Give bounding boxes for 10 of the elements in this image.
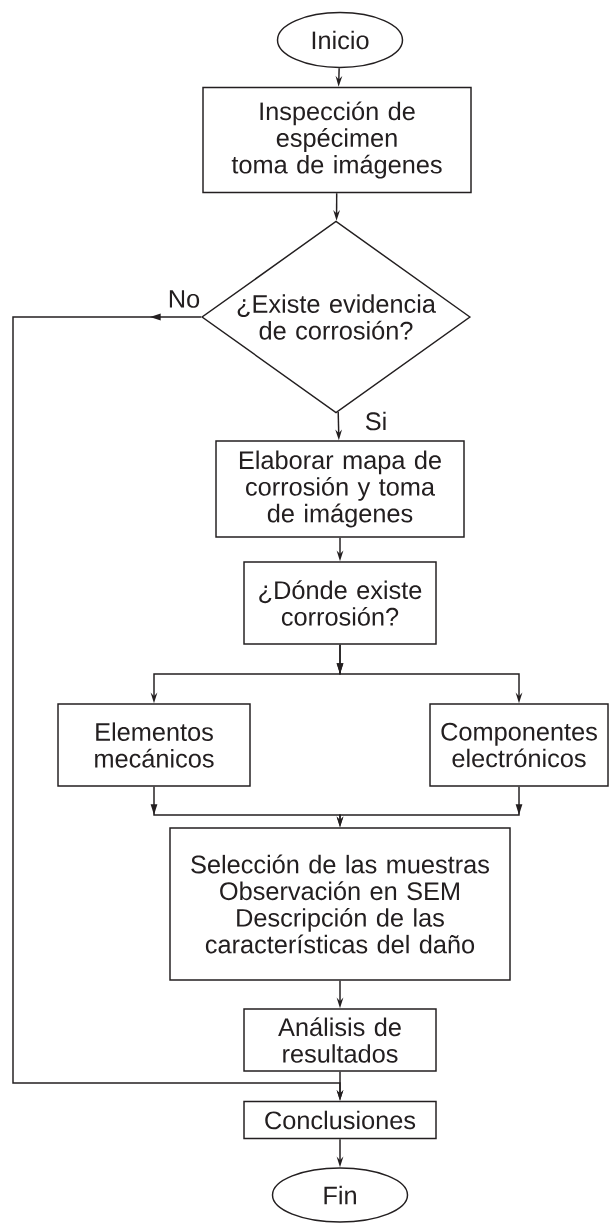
process-box: Elaborar mapa de corrosión y toma de imágenes [215, 440, 465, 538]
process-box: ¿Dónde existe corrosión? [243, 561, 437, 645]
process-box: Inspección de espécimen toma de imágenes [202, 86, 472, 194]
process-box: Conclusiones [243, 1100, 437, 1140]
process-box: Componentes electrónicos [429, 703, 609, 787]
edge-label: Si [365, 411, 386, 431]
process-box: Elementos mecánicos [57, 703, 251, 787]
edge-label: No [169, 290, 200, 308]
process-box: Análisis de resultados [243, 1008, 437, 1072]
process-box: Selección de las muestras Observación en SEM Descripción de las características del daño [169, 827, 511, 981]
